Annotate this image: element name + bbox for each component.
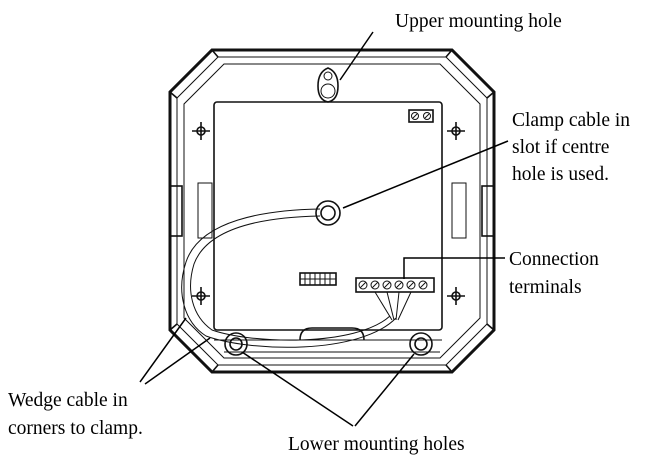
leader-connection-terminals (403, 257, 505, 279)
back-box-housing (168, 48, 496, 374)
leader-lower-hole-right (354, 353, 415, 427)
label-upper-mounting-hole: Upper mounting hole (395, 11, 562, 32)
leader-upper-mounting-hole (339, 31, 374, 81)
lower-mounting-hole-right (409, 332, 433, 356)
connection-terminal-block (355, 277, 435, 321)
upper-mounting-hole (317, 67, 339, 103)
label-clamp-cable-line1: Clamp cable in (512, 110, 630, 131)
dip-switch (299, 272, 337, 286)
label-lower-mounting-holes: Lower mounting holes (288, 434, 465, 455)
screw-bottom-right (447, 287, 465, 305)
label-clamp-cable-line2: slot if centre (512, 137, 609, 158)
label-connection-terminals-line2: terminals (509, 277, 582, 298)
cable (181, 208, 397, 348)
label-wedge-cable-line2: corners to clamp. (8, 418, 143, 439)
centre-hole (315, 200, 341, 226)
label-connection-terminals-line1: Connection (509, 249, 599, 270)
label-wedge-cable-line1: Wedge cable in (8, 390, 128, 411)
screw-top-right (447, 122, 465, 140)
leader-clamp-cable (342, 140, 509, 209)
screw-bottom-left (192, 287, 210, 305)
label-clamp-cable-line3: hole is used. (512, 164, 609, 185)
leader-wedge-cable-1 (139, 317, 187, 383)
small-terminal-block (408, 109, 434, 123)
screw-top-left (192, 122, 210, 140)
leader-lower-hole-left (241, 351, 354, 427)
leader-wedge-cable-2 (144, 337, 211, 385)
